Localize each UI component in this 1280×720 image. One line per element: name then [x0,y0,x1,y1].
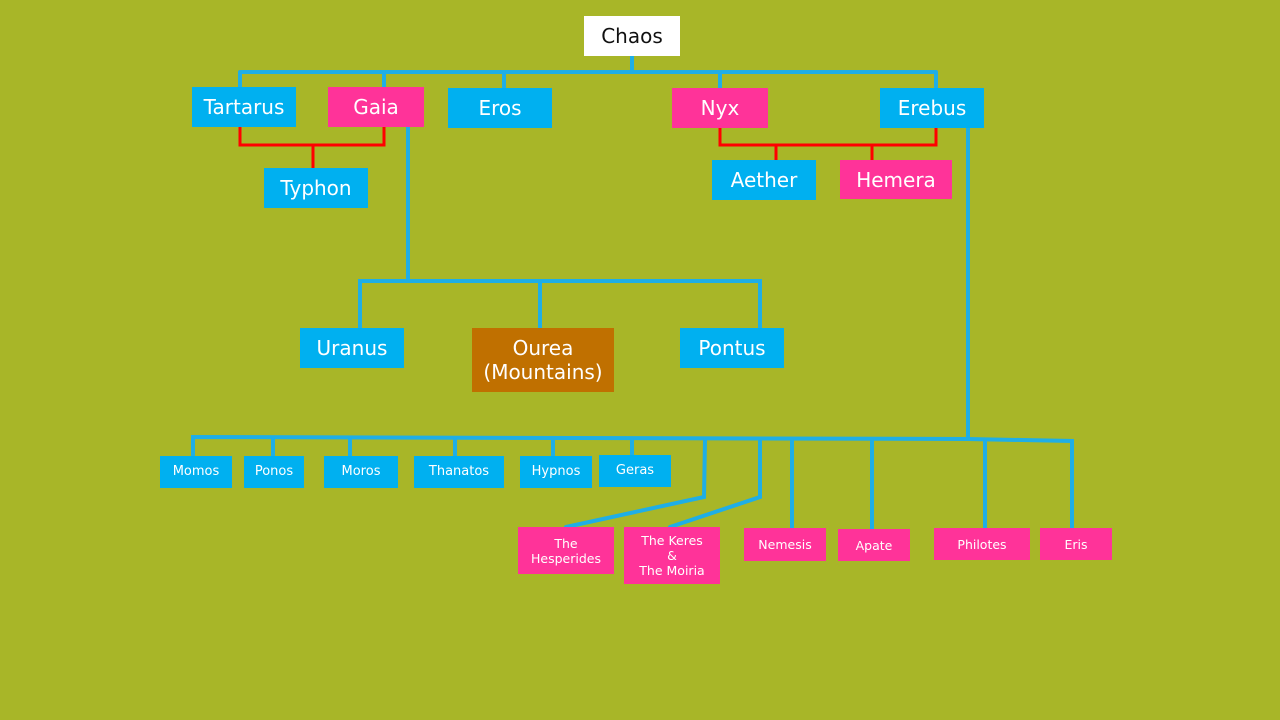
node-ourea: Ourea (Mountains) [472,328,614,392]
node-label: Moros [341,464,381,480]
node-label: Hypnos [531,464,581,480]
node-label: Ourea (Mountains) [483,336,603,384]
node-hesperides: The Hesperides [518,527,614,574]
node-chaos: Chaos [584,16,680,56]
node-typhon: Typhon [264,168,368,208]
node-label: Gaia [353,95,399,119]
node-label: Typhon [280,176,352,200]
node-label: Ponos [254,464,294,480]
node-eros: Eros [448,88,552,128]
node-momos: Momos [160,456,232,488]
node-gaia: Gaia [328,87,424,127]
node-nyx: Nyx [672,88,768,128]
node-pontus: Pontus [680,328,784,368]
node-apate: Apate [838,529,910,561]
gaia-children-connector [358,118,762,330]
node-keres-moiria: The Keres & The Moiria [624,527,720,584]
typhon-parents-connector [238,127,386,168]
node-label: Aether [730,168,798,192]
node-label: Hemera [856,167,936,192]
node-hemera: Hemera [840,160,952,199]
node-label: Momos [172,464,220,480]
node-label: Nyx [700,96,740,120]
node-label: Nemesis [758,537,812,552]
node-eris: Eris [1040,528,1112,560]
erebus-children-connector [191,126,1074,531]
node-ponos: Ponos [244,456,304,488]
node-label: Uranus [316,336,388,360]
node-label: Apate [855,537,893,553]
node-label: Geras [615,463,655,479]
node-hypnos: Hypnos [520,456,592,488]
node-label: Chaos [601,24,663,48]
node-nemesis: Nemesis [744,528,826,561]
node-label: Pontus [698,336,766,360]
chaos-children-connector [238,54,938,90]
node-label: Philotes [957,536,1007,552]
node-erebus: Erebus [880,88,984,128]
nyx-erebus-children-connector [718,128,938,160]
node-tartarus: Tartarus [192,87,296,127]
node-moros: Moros [324,456,398,488]
node-label: Tartarus [203,95,285,119]
node-philotes: Philotes [934,528,1030,560]
node-label: The Keres & The Moiria [639,533,705,578]
node-uranus: Uranus [300,328,404,368]
node-label: Erebus [897,96,967,120]
node-geras: Geras [599,455,671,487]
node-thanatos: Thanatos [414,456,504,488]
node-aether: Aether [712,160,816,200]
node-label: Eros [478,96,522,120]
node-label: Thanatos [428,464,490,480]
node-label: Eris [1064,536,1088,552]
node-label: The Hesperides [531,535,601,566]
